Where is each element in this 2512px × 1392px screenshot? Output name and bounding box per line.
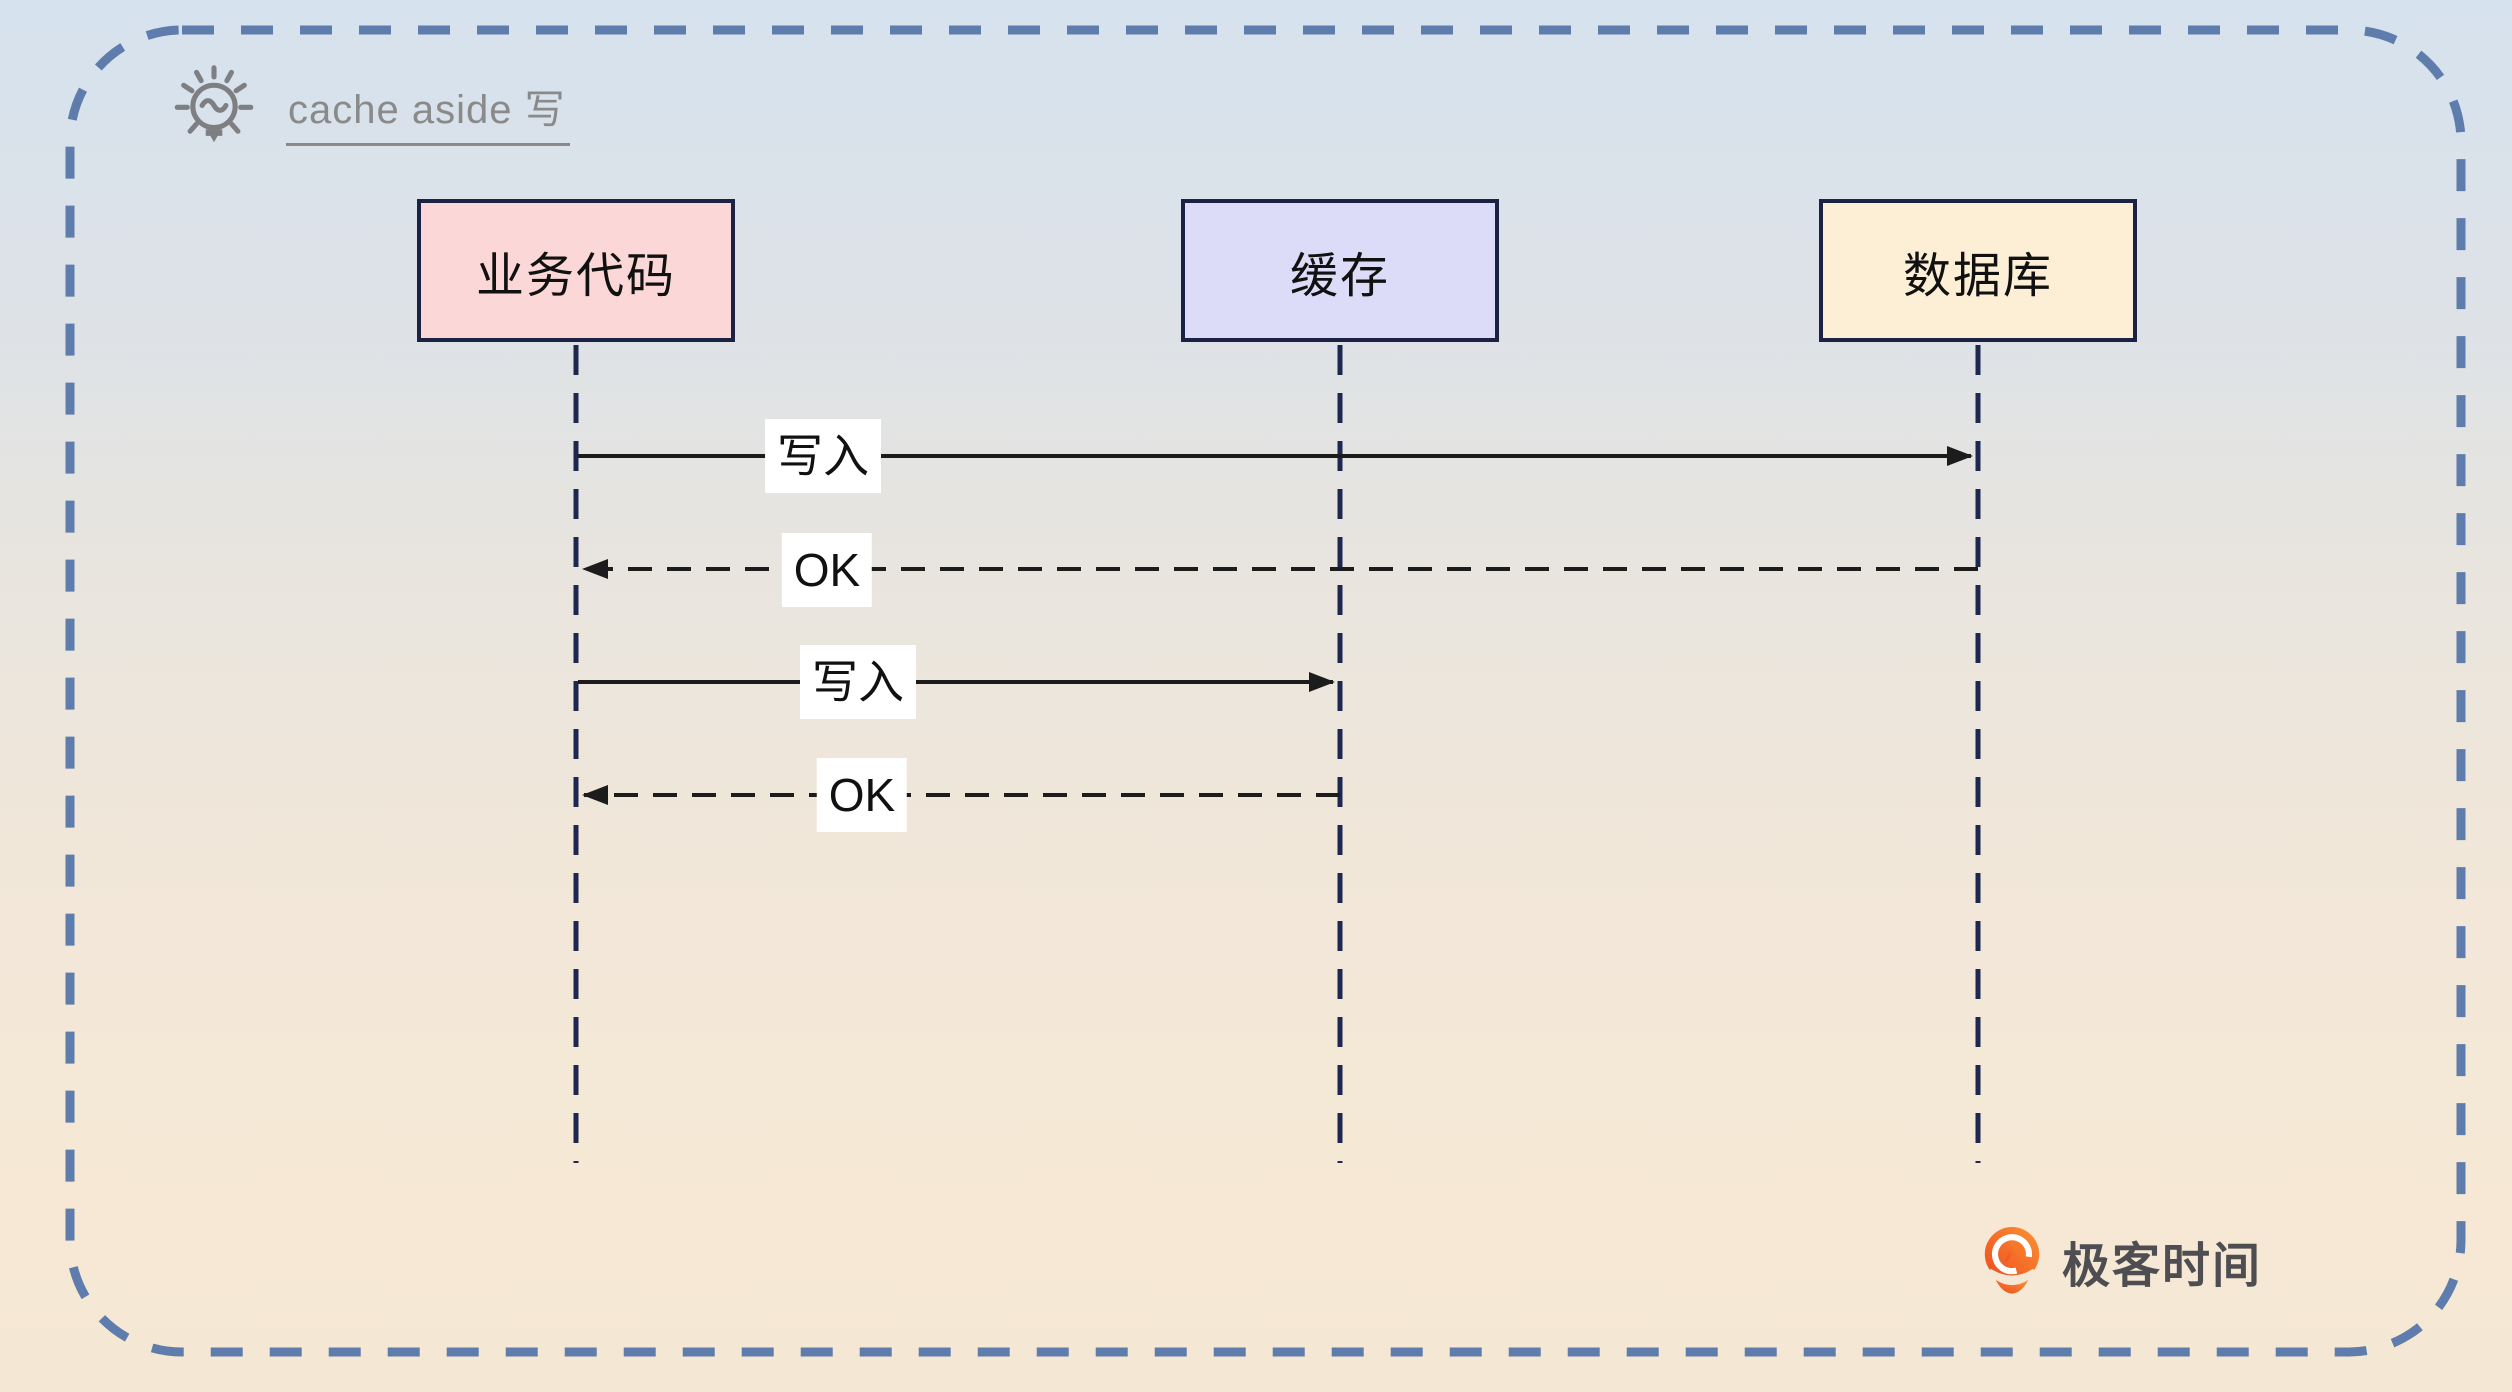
message-label-ok-cache: OK (816, 758, 908, 832)
lightbulb-idea-icon (174, 65, 254, 143)
geektime-logo-icon (1984, 1227, 2040, 1294)
actor-database: 数据库 (1819, 199, 2137, 342)
brand-logo-text: 极客时间 (2062, 1240, 2263, 1293)
message-label-write-cache: 写入 (800, 645, 916, 719)
actor-label: 数据库 (1902, 249, 2053, 303)
actor-label: 缓存 (1289, 249, 1390, 303)
header: cache aside 写 (168, 62, 570, 160)
actor-label: 业务代码 (475, 249, 676, 303)
message-label-ok-db: OK (781, 533, 873, 607)
actor-cache: 缓存 (1181, 199, 1499, 342)
actor-business-code: 业务代码 (417, 199, 735, 342)
message-label-write-db: 写入 (765, 419, 881, 493)
diagram-title: cache aside 写 (286, 77, 570, 146)
brand-logo: 极客时间 (1978, 1222, 2262, 1300)
